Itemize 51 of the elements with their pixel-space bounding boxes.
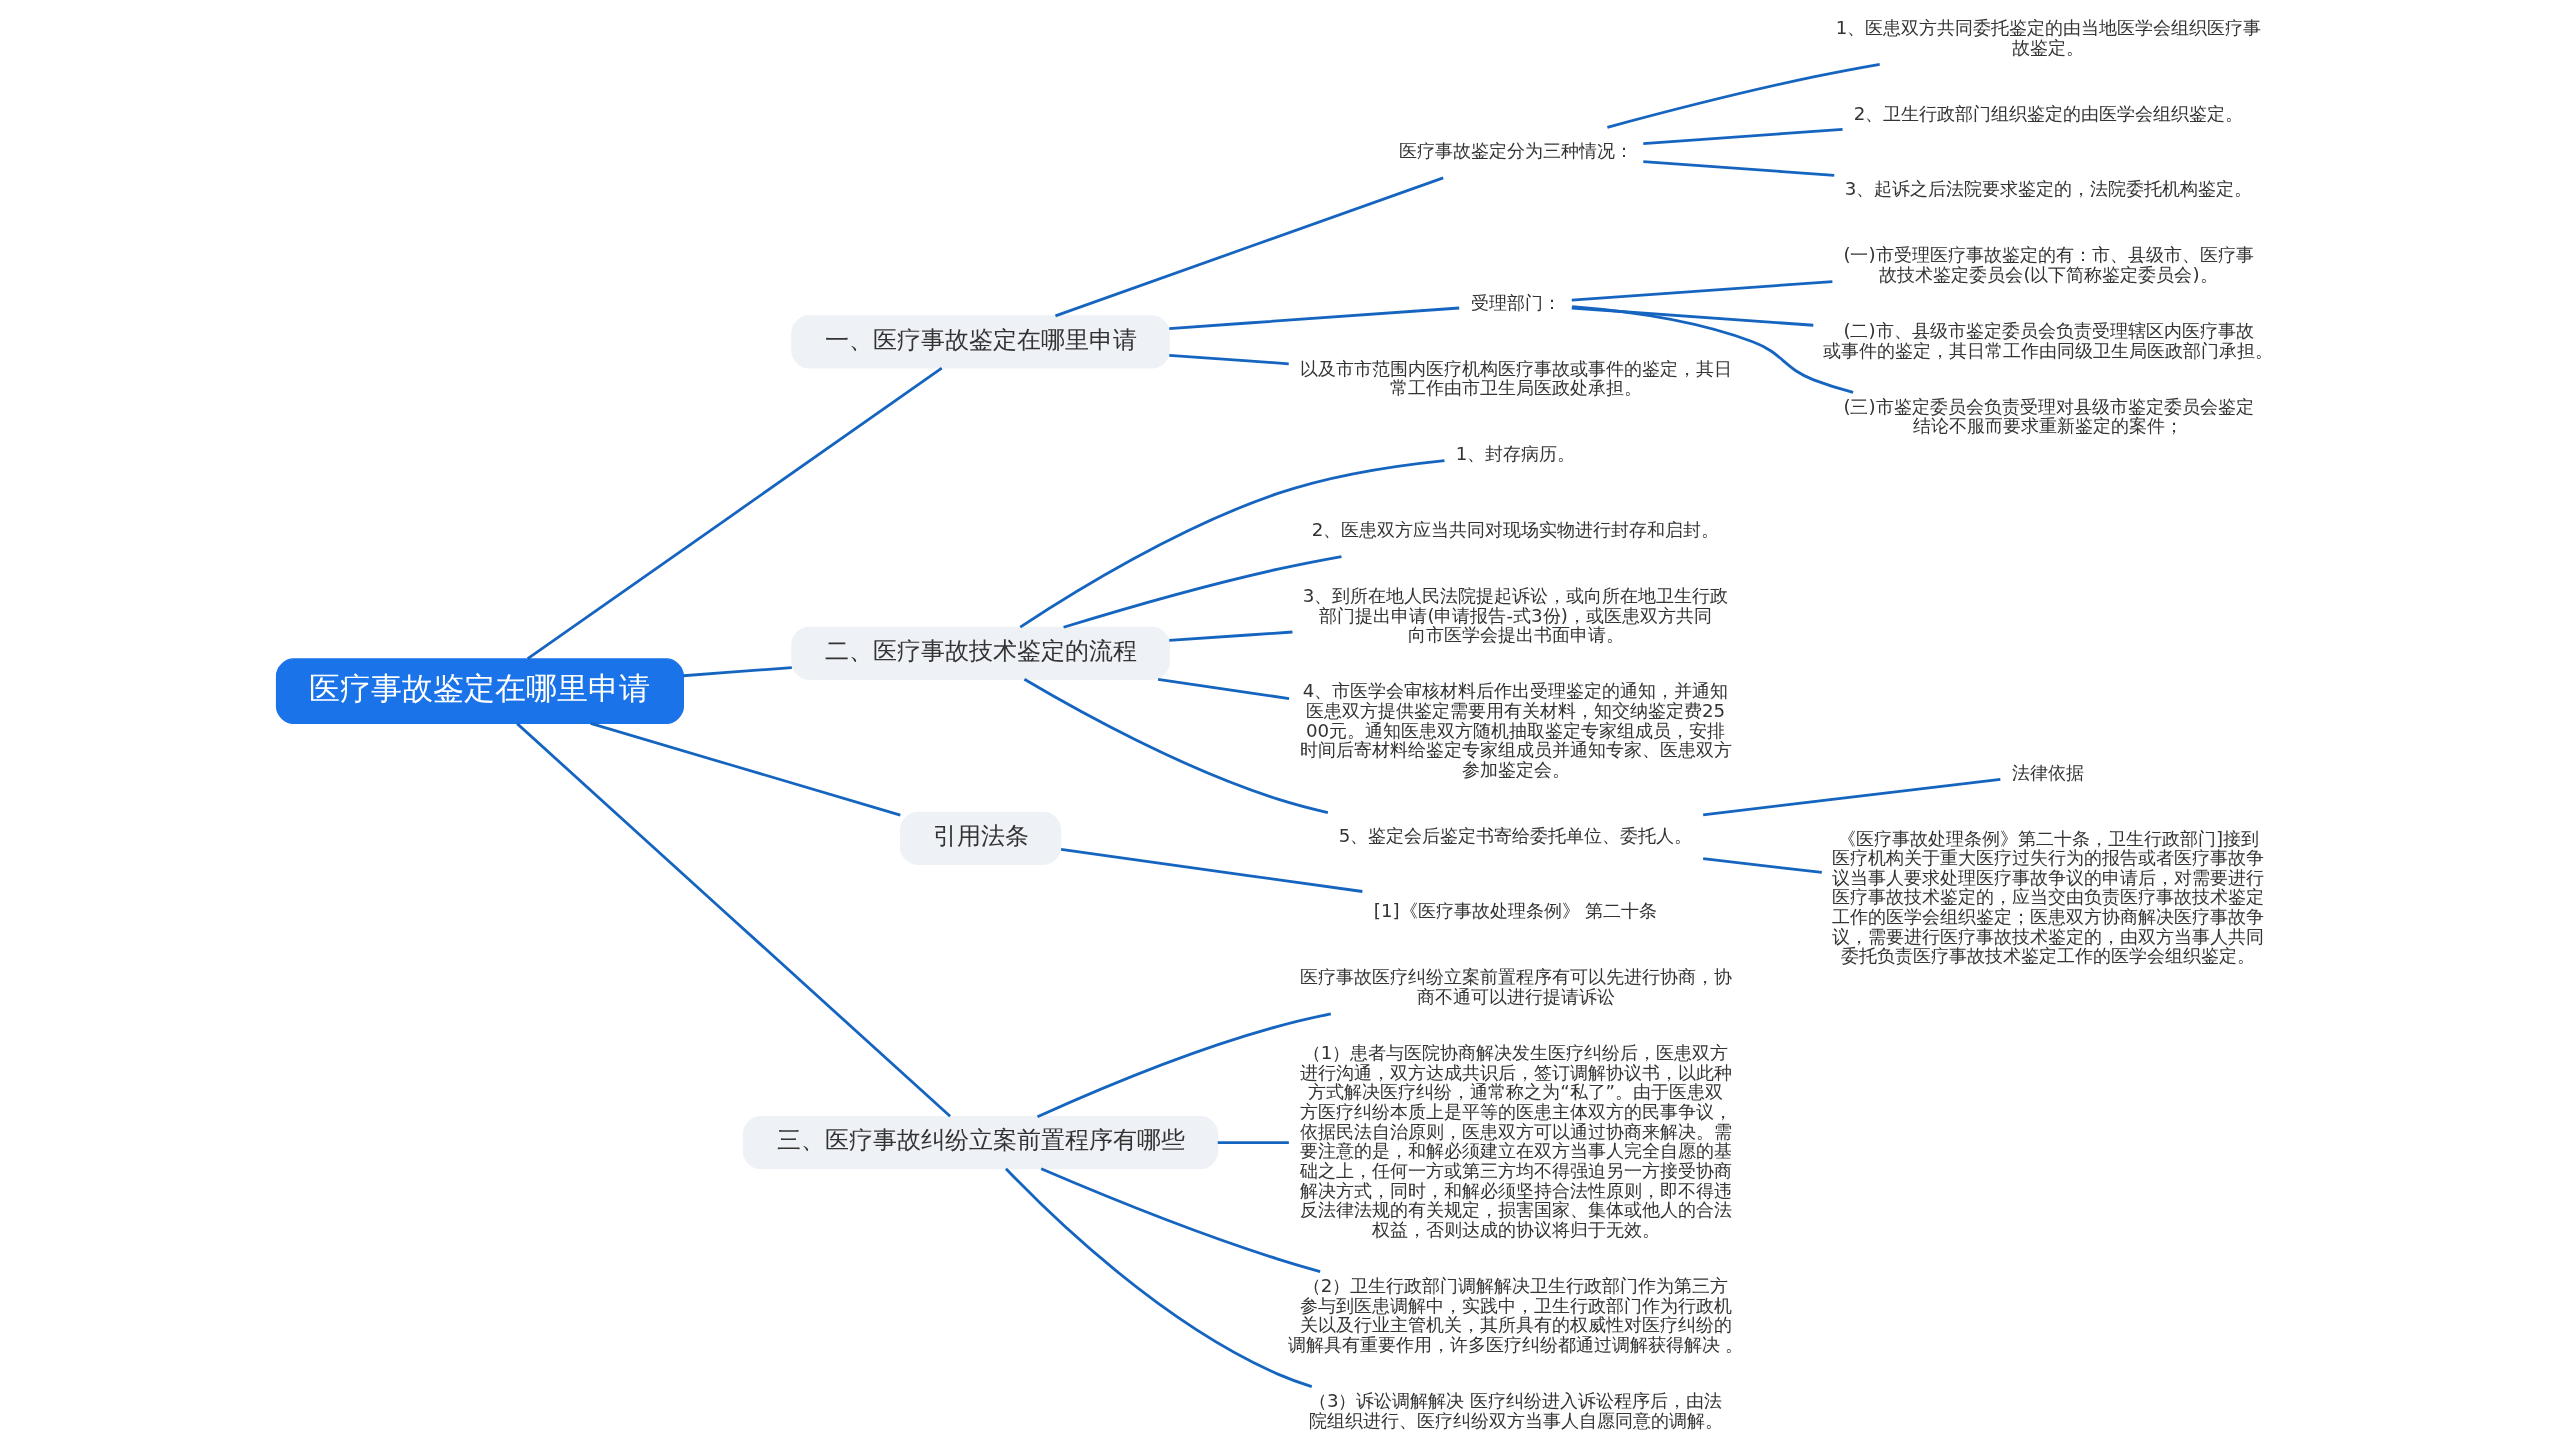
- connector: [1643, 128, 1843, 145]
- node-text: 2、医患双方应当共同对现场实物进行封存和启封。: [1311, 519, 1720, 541]
- connector: [1019, 459, 1445, 629]
- connector: [1643, 160, 1835, 177]
- connector: [1571, 280, 1833, 302]
- connector: [1169, 306, 1460, 331]
- connector: [1054, 176, 1444, 318]
- connector: [1217, 1141, 1289, 1145]
- node-text: （2）卫生行政部门调解解决卫生行政部门作为第三方参与到医患调解中，实践中，卫生行政部门作为行政机关以及行业主管机关，其所具有的权威性对医疗纠纷的调解具有重要作用，许多医疗纠纷都通过调解获得解决 。: [1287, 1274, 1744, 1355]
- node-text: 3、到所在地人民法院提起诉讼，或向所在地卫生行政部门提出申请(申请报告-式3份)，或医患双方共同向市医学会提出书面申请。: [1302, 584, 1729, 646]
- node-text: 2、卫生行政部门组织鉴定的由医学会组织鉴定。: [1853, 102, 2244, 124]
- node-text: 受理部门：: [1470, 291, 1561, 313]
- connector: [1157, 677, 1290, 700]
- node-text: 1、封存病历。: [1455, 443, 1576, 465]
- connector: [1571, 306, 1814, 327]
- node-text: 4、市医学会审核材料后作出受理鉴定的通知，并通知医患双方提供鉴定需要用有关材料，知交纳鉴定费2500元。通知医患双方随机抽取鉴定专家组成员，安排时间后寄材料给鉴定专家组成员并通知专家、医患双方参加鉴定会。: [1299, 680, 1732, 780]
- connector: [1060, 848, 1363, 893]
- connector: [1169, 630, 1293, 642]
- connector: [1036, 1012, 1332, 1118]
- node-text: 以及市市范围内医疗机构医疗事故或事件的鉴定，其日常工作由市卫生局医政处承担。: [1299, 357, 1732, 399]
- connector: [1703, 857, 1822, 874]
- connector: [1063, 555, 1342, 629]
- node-text: 医疗事故医疗纠纷立案前置程序有可以先进行协商，协商不通可以进行提请诉讼: [1299, 966, 1732, 1008]
- node-text: 医疗事故鉴定分为三种情况：: [1398, 140, 1633, 162]
- node-text: 法律依据: [2012, 761, 2085, 783]
- node-text: 1、医患双方共同委托鉴定的由当地医学会组织医疗事故鉴定。: [1835, 16, 2262, 58]
- node-text: (三)市鉴定委员会负责受理对县级市鉴定委员会鉴定结论不服而要求重新鉴定的案件；: [1843, 395, 2254, 437]
- node-text: 5、鉴定会后鉴定书寄给委托单位、委托人。: [1338, 824, 1693, 846]
- connector: [516, 722, 952, 1118]
- node-text: 《医疗事故处理条例》第二十条，卫生行政部门]接到医疗机构关于重大医疗过失行为的报告或者医疗事故争议当事人要求处理医疗事故争议的申请后，对需要进行医疗事故技术鉴定的，应当交由负责医疗事故技术鉴定工作的医学会组织鉴定；医患双方协商解决医疗事故争议，需要进行医疗事故技术鉴定的，由双方当事人共同委托负责医疗事故技术鉴定工作的医学会组织鉴定。: [1832, 827, 2265, 967]
- connector: [526, 367, 943, 660]
- node-text: （1）患者与医院协商解决发生医疗纠纷后，医患双方进行沟通，双方达成共识后，签订调解协议书，以此种方式解决医疗纠纷，通常称之为“私了”。由于医患双方医疗纠纷本质上是平等的医患主体双方的民事争议，依据民法自治原则，医患双方可以通过协商来解决。需要注意的是，和解必须建立在双方当事人完全自愿的基础之上，任何一方或第三方均不得强迫另一方接受协商解决方式，同时，和解必须坚持合法性原则，即不得违反法律法规的有关规定，损害国家、集体或他人的合法权益，否则达成的协议将归于无效。: [1299, 1042, 1732, 1240]
- node-box: 引用法条: [899, 811, 1062, 866]
- connector: [683, 666, 792, 678]
- connector: [1040, 1167, 1321, 1273]
- node-box: 三、医疗事故纠纷立案前置程序有哪些: [742, 1116, 1219, 1170]
- connector: [1607, 62, 1880, 129]
- node-text: （3）诉讼调解解决 医疗纠纷进入诉讼程序后，由法院组织进行、医疗纠纷双方当事人自愿同意的调解。: [1308, 1389, 1723, 1431]
- node-text: [1]《医疗事故处理条例》 第二十条: [1373, 900, 1658, 922]
- node-box: 医疗事故鉴定在哪里申请: [275, 658, 684, 725]
- connector: [1169, 353, 1289, 366]
- connector: [590, 722, 901, 817]
- node-box: 二、医疗事故技术鉴定的流程: [791, 626, 1170, 680]
- node-text: (一)市受理医疗事故鉴定的有：市、县级市、医疗事故技术鉴定委员会(以下简称鉴定委员会)。: [1843, 244, 2254, 285]
- connector: [1023, 678, 1329, 814]
- node-text: (二)市、县级市鉴定委员会负责受理辖区内医疗事故或事件的鉴定，其日常工作由同级卫生局医政部门承担。: [1823, 319, 2274, 361]
- connector: [1571, 305, 1854, 394]
- connector: [1703, 778, 2001, 817]
- node-text: 3、起诉之后法院要求鉴定的，法院委托机构鉴定。: [1844, 178, 2253, 200]
- node-box: 一、医疗事故鉴定在哪里申请: [791, 315, 1170, 369]
- connector: [1004, 1167, 1313, 1388]
